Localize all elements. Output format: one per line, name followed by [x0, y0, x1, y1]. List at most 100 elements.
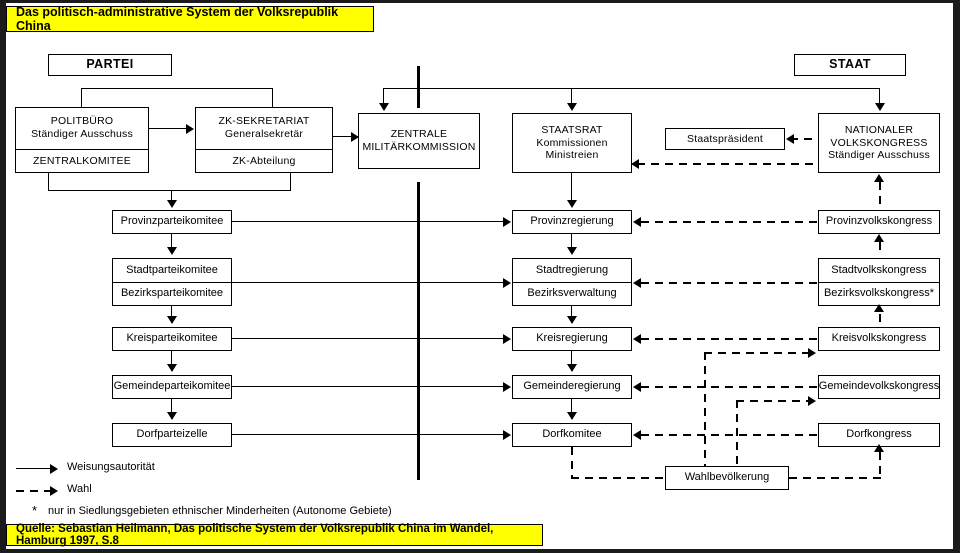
politburo-to-secretariat-line — [149, 128, 187, 130]
party-to-state-line-2 — [232, 282, 505, 284]
military-top-line — [383, 88, 385, 106]
source-note-text: Quelle: Sebastian Heilmann, Das politisc… — [16, 523, 494, 547]
politburo-title: POLITBÜRO — [50, 115, 114, 128]
congress-to-state-dashed-1 — [641, 221, 818, 223]
congress-to-state-dashed-4 — [641, 386, 818, 388]
congress-up-1-dashed — [879, 242, 881, 256]
state-chain-4-line — [571, 399, 573, 413]
party-to-state-arrow-5 — [503, 430, 511, 440]
electorate-branch-c-vert — [879, 452, 881, 478]
zk-abteilung-label: ZK-Abteilung — [232, 155, 296, 168]
npc-top-arrow — [875, 103, 885, 111]
zk-down-left — [48, 173, 50, 191]
party-to-state-line-4 — [232, 386, 505, 388]
stadt-bezirk-parteikomitee-box: Stadtparteikomitee Bezirksparteikomitee — [112, 258, 232, 306]
kreisregierung-cell: Kreisregierung — [536, 332, 608, 345]
congress-up-0-arrow — [874, 174, 884, 182]
party-chain-1-line — [171, 234, 173, 248]
zk-sekretariat-cell: ZK-SEKRETARIAT Generalsekretär — [196, 107, 332, 149]
stadt-bezirk-regierung-box: Stadtregierung Bezirksverwaltung — [512, 258, 632, 306]
staatsrat-top-line — [571, 88, 573, 106]
zk-down-bracket — [48, 190, 291, 192]
party-to-state-line-1 — [232, 221, 505, 223]
diagram-title-text: Das politisch-administrative System der … — [16, 5, 339, 33]
militaerkommission-line2: MILITÄRKOMMISSION — [362, 141, 476, 153]
gemeindeparteikomitee-box: Gemeindeparteikomitee — [112, 375, 232, 399]
congress-up-1-arrow — [874, 234, 884, 242]
npc-to-president-arrow — [786, 134, 794, 144]
kreisvolkskongress-cell: Kreisvolkskongress — [831, 332, 927, 345]
party-chain-4-line — [171, 399, 173, 413]
state-chain-1-arrow — [567, 247, 577, 255]
staatsrat-cell: STAATSRAT Kommissionen Ministreien — [513, 114, 631, 172]
stadtparteikomitee-cell: Stadtparteikomitee — [126, 263, 218, 276]
staatspraesident-box: Staatspräsident — [665, 128, 785, 150]
electorate-branch-b-vert — [736, 400, 738, 467]
militaerkommission-cell: ZENTRALE MILITÄRKOMMISSION — [359, 114, 479, 168]
frame-left-border — [0, 0, 6, 553]
legend-star-symbol: * — [32, 503, 38, 518]
provinzregierung-box: Provinzregierung — [512, 210, 632, 234]
header-staat-label: STAAT — [829, 57, 871, 72]
dorfkomitee-cell: Dorfkomitee — [542, 428, 602, 441]
secretariat-to-military-arrow — [351, 132, 359, 142]
electorate-to-kreis-arrow — [808, 348, 816, 358]
dorfparteizelle-cell: Dorfparteizelle — [136, 428, 208, 441]
gemeindeparteikomitee-cell: Gemeindeparteikomitee — [113, 380, 231, 393]
bezirksparteikomitee-cell: Bezirksparteikomitee — [113, 281, 231, 306]
legend-authority-arrow — [50, 464, 58, 474]
electorate-branch-b-horiz — [736, 400, 810, 402]
gemeindevolkskongress-cell: Gemeindevolkskongress — [818, 380, 940, 393]
party-to-state-arrow-1 — [503, 217, 511, 227]
header-partei-label: PARTEI — [86, 57, 134, 72]
kreisparteikomitee-box: Kreisparteikomitee — [112, 327, 232, 351]
dorfkomitee-box: Dorfkomitee — [512, 423, 632, 447]
party-to-state-arrow-2 — [503, 278, 511, 288]
nationaler-volkskongress-box: NATIONALER VOLKSKONGRESS Ständiger Aussc… — [818, 113, 940, 173]
militaerkommission-line1: ZENTRALE — [390, 128, 448, 141]
politburo-subtitle: Ständiger Ausschuss — [31, 128, 133, 140]
state-chain-0-line — [571, 173, 573, 201]
zentralkomitee-label: ZENTRALKOMITEE — [33, 155, 131, 168]
zk-sekretariat-box: ZK-SEKRETARIAT Generalsekretär ZK-Abteil… — [195, 107, 333, 173]
state-chain-3-line — [571, 351, 573, 365]
state-chain-1-line — [571, 234, 573, 248]
congress-to-state-dashed-3 — [641, 338, 818, 340]
gemeinderegierung-box: Gemeinderegierung — [512, 375, 632, 399]
electorate-left-vert — [571, 447, 573, 478]
frame-right-border — [953, 0, 960, 553]
party-to-state-line-5 — [232, 434, 505, 436]
zk-to-provinz-arrow — [167, 200, 177, 208]
legend-election-arrow — [50, 486, 58, 496]
party-to-state-arrow-4 — [503, 382, 511, 392]
staatsrat-kommissionen: Kommissionen — [536, 136, 608, 149]
zk-to-provinz-line — [171, 190, 173, 202]
politburo-box: POLITBÜRO Ständiger Ausschuss ZENTRALKOM… — [15, 107, 149, 173]
party-state-divider — [417, 182, 420, 480]
electorate-to-dorf-arrow — [874, 444, 884, 452]
congress-to-state-dashed-5 — [641, 434, 818, 436]
bezirksverwaltung-cell: Bezirksverwaltung — [513, 281, 631, 306]
legend-election-line — [16, 490, 52, 492]
congress-to-state-arrow-3 — [633, 334, 641, 344]
npc-to-staatsrat-arrow — [631, 159, 639, 169]
legend-footnote: nur in Siedlungsgebieten ethnischer Mind… — [48, 505, 392, 517]
provinzvolkskongress-cell: Provinzvolkskongress — [825, 215, 933, 228]
zentrale-militaerkommission-box: ZENTRALE MILITÄRKOMMISSION — [358, 113, 480, 169]
top-feed-line — [383, 88, 880, 90]
diagram-title: Das politisch-administrative System der … — [6, 5, 374, 33]
party-chain-2-line — [171, 306, 173, 318]
kreisvolkskongress-box: Kreisvolkskongress — [818, 327, 940, 351]
party-chain-3-arrow — [167, 364, 177, 372]
kreisregierung-box: Kreisregierung — [512, 327, 632, 351]
congress-up-2-dashed — [879, 314, 881, 326]
electorate-branch-a-vert — [704, 352, 706, 467]
state-chain-0-arrow — [567, 200, 577, 208]
state-chain-2-arrow — [567, 316, 577, 324]
npc-line1: NATIONALER — [844, 123, 914, 136]
party-top-bracket-right — [272, 88, 274, 108]
congress-up-2-arrow — [874, 304, 884, 312]
dorfparteizelle-box: Dorfparteizelle — [112, 423, 232, 447]
npc-cell: NATIONALER VOLKSKONGRESS Ständiger Aussc… — [819, 114, 939, 172]
party-chain-3-line — [171, 351, 173, 365]
